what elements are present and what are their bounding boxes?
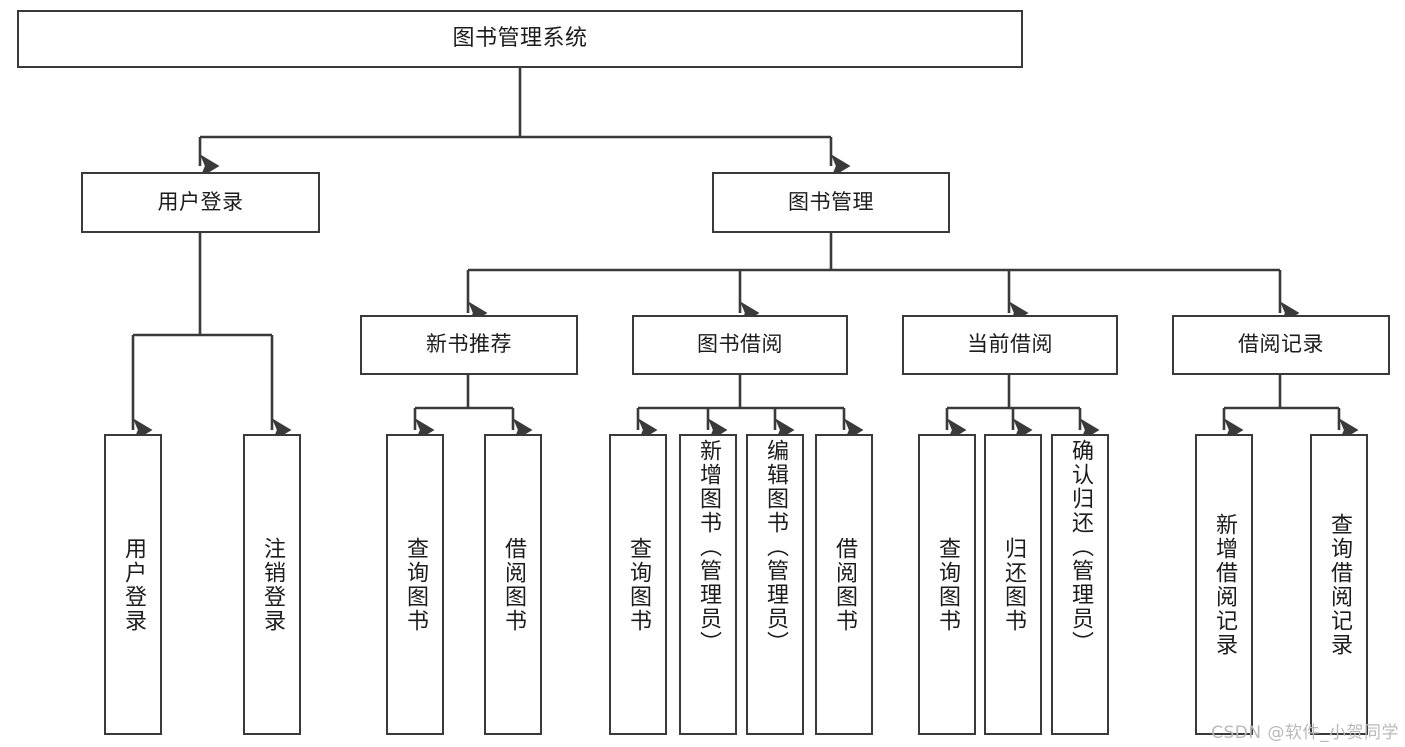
node-user-login-label: 用户登录 — [157, 189, 244, 214]
leaf-book-borrow-query-label: 查询图书 — [626, 536, 651, 633]
leaf-current-borrow-query[interactable]: 查询图书 — [918, 434, 976, 735]
leaf-current-borrow-return[interactable]: 归还图书 — [984, 434, 1042, 735]
leaf-book-borrow-lend-label: 借阅图书 — [832, 536, 857, 633]
leaf-user-login-logout[interactable]: 注销登录 — [243, 434, 301, 735]
node-new-book-recommend[interactable]: 新书推荐 — [360, 315, 578, 375]
leaf-borrow-record-add[interactable]: 新增借阅记录 — [1195, 434, 1253, 735]
leaf-new-book-borrow[interactable]: 借阅图书 — [484, 434, 542, 735]
node-book-management-label: 图书管理 — [788, 189, 874, 214]
leaf-current-borrow-return-label: 归还图书 — [1001, 536, 1026, 633]
leaf-book-borrow-add-label: 新增图书（管理员） — [696, 439, 721, 655]
node-borrow-record-label: 借阅记录 — [1238, 332, 1324, 357]
node-book-borrow-label: 图书借阅 — [697, 332, 783, 357]
leaf-user-login-login[interactable]: 用户登录 — [104, 434, 162, 735]
leaf-borrow-record-query-label: 查询借阅记录 — [1327, 512, 1352, 657]
leaf-new-book-query-label: 查询图书 — [403, 536, 428, 633]
leaf-user-login-login-label: 用户登录 — [121, 536, 146, 633]
leaf-book-borrow-lend[interactable]: 借阅图书 — [815, 434, 873, 735]
node-user-login[interactable]: 用户登录 — [81, 172, 320, 233]
node-current-borrow-label: 当前借阅 — [967, 332, 1053, 357]
csdn-watermark: CSDN @软件_小贺同学 — [1211, 723, 1399, 743]
node-root[interactable]: 图书管理系统 — [17, 10, 1023, 68]
node-book-management[interactable]: 图书管理 — [712, 172, 950, 233]
node-book-borrow[interactable]: 图书借阅 — [632, 315, 848, 375]
node-new-book-recommend-label: 新书推荐 — [426, 332, 512, 357]
leaf-current-borrow-query-label: 查询图书 — [935, 536, 960, 633]
leaf-new-book-query[interactable]: 查询图书 — [386, 434, 444, 735]
leaf-current-borrow-confirm[interactable]: 确认归还（管理员） — [1051, 434, 1109, 735]
leaf-book-borrow-edit[interactable]: 编辑图书（管理员） — [746, 434, 804, 735]
leaf-borrow-record-add-label: 新增借阅记录 — [1212, 512, 1237, 657]
node-root-label: 图书管理系统 — [452, 25, 588, 51]
leaf-book-borrow-add[interactable]: 新增图书（管理员） — [679, 434, 737, 735]
leaf-user-login-logout-label: 注销登录 — [260, 536, 285, 633]
node-current-borrow[interactable]: 当前借阅 — [902, 315, 1118, 375]
leaf-book-borrow-query[interactable]: 查询图书 — [609, 434, 667, 735]
leaf-book-borrow-edit-label: 编辑图书（管理员） — [763, 439, 788, 655]
node-borrow-record[interactable]: 借阅记录 — [1172, 315, 1390, 375]
leaf-new-book-borrow-label: 借阅图书 — [501, 536, 526, 633]
leaf-borrow-record-query[interactable]: 查询借阅记录 — [1310, 434, 1368, 735]
leaf-current-borrow-confirm-label: 确认归还（管理员） — [1068, 439, 1093, 655]
